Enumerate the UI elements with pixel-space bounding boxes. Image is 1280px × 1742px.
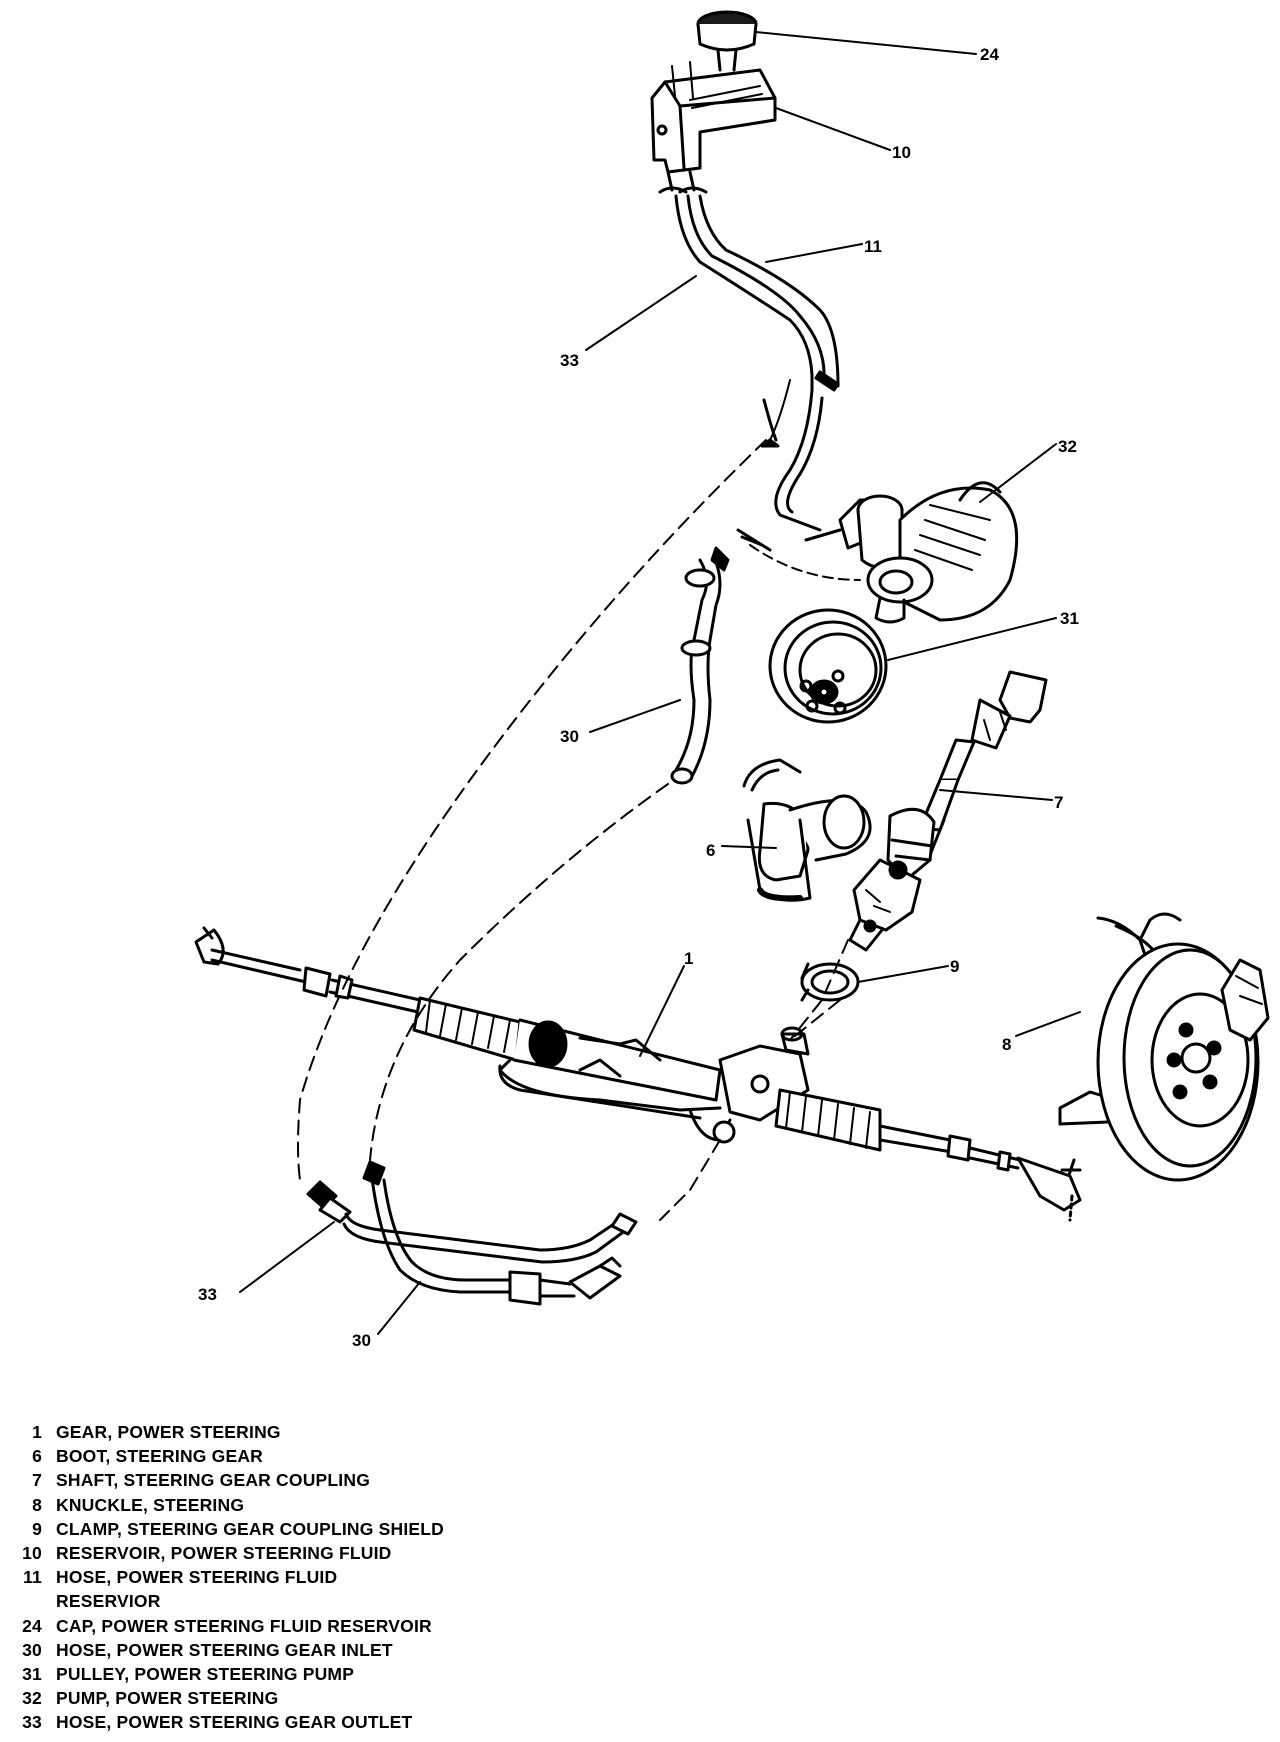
legend-number: 24 [22,1615,42,1636]
legend-description: HOSE, POWER STEERING FLUID [56,1567,338,1588]
legend-number: 1 [32,1422,42,1442]
inlet-hose-upper [670,546,730,785]
inlet-hose-lower [362,1160,622,1306]
power-steering-diagram: 24 10 11 33 32 31 30 7 6 1 9 8 33 30 [194,10,1270,1350]
legend-description: PULLEY, POWER STEERING PUMP [56,1664,355,1685]
callout-7: 7 [1054,793,1063,812]
steering-gear-boot [742,758,872,902]
legend-number: 33 [22,1712,42,1733]
legend-description: PUMP, POWER STEERING [56,1688,279,1709]
legend-item: 31 PULLEY, POWER STEERING PUMP [10,1662,710,1686]
callout-11: 11 [864,237,882,256]
leader-lines [239,31,1081,1335]
legend-item: 7 SHAFT, STEERING GEAR COUPLING [10,1468,710,1492]
callout-10: 10 [892,143,911,162]
legend-number: 6 [32,1446,42,1467]
callout-32: 32 [1058,437,1077,456]
legend-item: 33 HOSE, POWER STEERING GEAR OUTLET [10,1710,710,1734]
callout-labels: 24 10 11 33 32 31 30 7 6 1 9 8 33 30 [198,45,1079,1350]
legend-number: 7 [32,1470,42,1491]
legend-item: 1 GEAR, POWER STEERING [10,1420,710,1444]
callout-33-bottom: 33 [198,1285,217,1304]
legend-number: 11 [23,1567,42,1588]
legend-item: 8 KNUCKLE, STEERING [10,1493,710,1517]
parts-legend: 1 GEAR, POWER STEERING 6 BOOT, STEERING GEA… [10,1420,710,1735]
legend-description: CAP, POWER STEERING FLUID RESERVOIR [56,1615,432,1636]
steering-gear [194,926,1082,1222]
steering-knuckle [1058,912,1270,1182]
legend-item: 10 RESERVOIR, POWER STEERING FLUID [10,1541,710,1565]
legend-number: 10 [22,1543,42,1564]
legend-number: 8 [32,1494,42,1515]
legend-item: 30 HOSE, POWER STEERING GEAR INLET [10,1638,710,1662]
outlet-hose-lower [306,1180,638,1264]
dashed-guide-lines [297,439,849,1221]
legend-description: KNUCKLE, STEERING [56,1494,245,1515]
callout-30-mid: 30 [560,727,579,746]
callout-8: 8 [1002,1035,1011,1054]
callout-9: 9 [950,957,959,976]
legend-description: HOSE, POWER STEERING GEAR OUTLET [56,1712,413,1733]
power-steering-pump [736,481,1019,624]
pump-pulley [768,608,888,724]
callout-6: 6 [706,841,715,860]
legend-description-continued: RESERVIOR [56,1591,161,1612]
legend-item: 11 HOSE, POWER STEERING FLUID [10,1565,710,1589]
legend-item: 24 CAP, POWER STEERING FLUID RESERVOIR [10,1614,710,1638]
legend-number: 9 [32,1518,42,1539]
steering-gear-coupling-shaft [848,670,1048,952]
legend-description: SHAFT, STEERING GEAR COUPLING [56,1470,371,1491]
legend-description: RESERVOIR, POWER STEERING FLUID [56,1543,392,1564]
legend-number: 30 [22,1639,42,1660]
legend-description: HOSE, POWER STEERING GEAR INLET [56,1639,393,1660]
callout-24: 24 [980,45,999,64]
reservoir [650,61,777,194]
callout-33-top: 33 [560,351,579,370]
legend-item: 6 BOOT, STEERING GEAR [10,1444,710,1468]
legend-description: GEAR, POWER STEERING [56,1422,281,1442]
legend-item: 32 PUMP, POWER STEERING [10,1686,710,1710]
legend-description: CLAMP, STEERING GEAR COUPLING SHIELD [56,1518,445,1539]
legend-number: 31 [22,1664,42,1685]
callout-30-bottom: 30 [352,1331,371,1350]
callout-31: 31 [1060,609,1079,628]
upper-hoses [674,194,840,532]
legend-item: 9 CLAMP, STEERING GEAR COUPLING SHIELD [10,1517,710,1541]
reservoir-cap [696,10,758,72]
legend-number: 32 [22,1688,42,1709]
legend-description: BOOT, STEERING GEAR [56,1446,264,1467]
callout-1: 1 [684,949,693,968]
